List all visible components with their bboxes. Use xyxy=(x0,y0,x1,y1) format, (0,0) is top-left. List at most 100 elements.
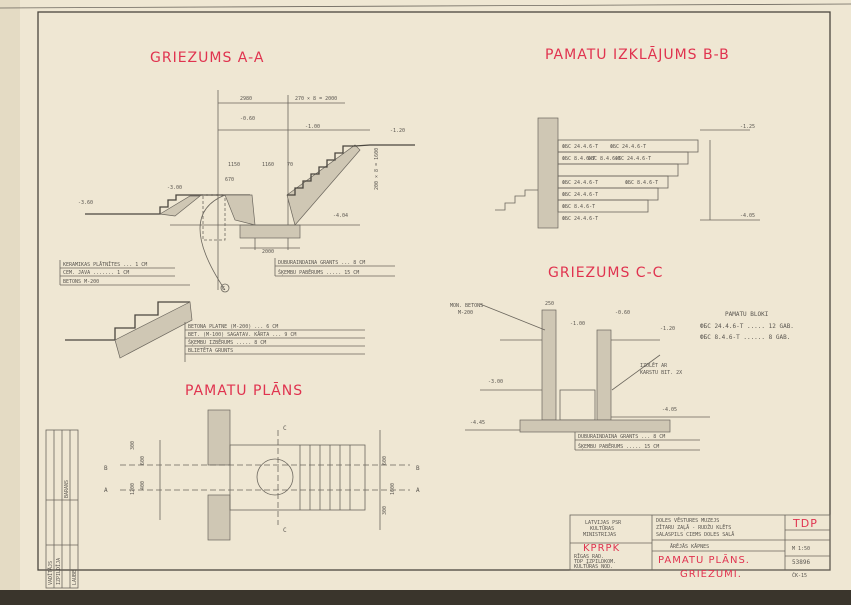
org-line: KULTŪRAS xyxy=(590,525,614,532)
org-line: MINISTRIJAS xyxy=(583,532,616,538)
level: -3.00 xyxy=(488,379,503,385)
signature-label: IZPILDĪJA xyxy=(55,558,62,585)
level: -1.00 xyxy=(305,124,320,130)
block-label: ФБС 8.4.6-T xyxy=(562,156,595,162)
signature-strip xyxy=(45,429,79,589)
legend-line: ŠĶEMBU PABĒRUMS ..... 15 CM xyxy=(578,443,659,450)
dim: 270 × 8 = 2000 xyxy=(295,96,337,102)
signature-label: VADĪTĀJS xyxy=(47,561,54,585)
dim: 200 × 8 = 1600 xyxy=(374,148,380,190)
title-layout-bb: PAMATU IZKLĀJUMS B-B xyxy=(545,46,730,63)
legend-line: BET. (M-100) SAGATAV. KĀRTA ... 9 CM xyxy=(188,331,296,338)
dim: 600 xyxy=(140,456,146,465)
paper xyxy=(0,0,851,590)
dim: 1600 xyxy=(390,483,396,495)
dim: 1200 xyxy=(130,483,136,495)
dim: 400 xyxy=(140,481,146,490)
label: M-200 xyxy=(458,310,473,316)
legend-line: DUBURAINDAINA GRANTS ... 8 CM xyxy=(278,260,365,266)
stage: TDP xyxy=(792,517,818,530)
legend-line: BETONA PLATNE (M-200) ... 6 CM xyxy=(188,324,278,330)
label: MON. BETONS xyxy=(450,303,483,309)
org-line: LATVIJAS PSR xyxy=(585,520,622,526)
client-line: KULTŪRAS NOD. xyxy=(574,563,613,570)
dim: 300 xyxy=(382,506,388,515)
level: -4.04 xyxy=(333,213,348,219)
signature-name: BARANS xyxy=(64,480,70,498)
client-line: RĪGAS RAD. xyxy=(574,553,604,560)
legend-right xyxy=(274,258,395,277)
section-marker-c: C xyxy=(283,425,287,432)
block-label: ФБС 8.4.6-T xyxy=(588,156,621,162)
sheet-title: PAMATU PLĀNS. xyxy=(658,553,750,566)
block-label: ФБС 24.4.6-T xyxy=(562,144,598,150)
section-marker-c: C xyxy=(283,527,287,534)
title-plan: PAMATU PLĀNS xyxy=(185,382,303,399)
dim: 2980 xyxy=(240,96,252,102)
scale: M 1:50 xyxy=(792,546,810,552)
legend-line: BETONS M-200 xyxy=(63,279,99,285)
level: -4.05 xyxy=(740,213,755,219)
section-aa-drawing xyxy=(85,90,415,293)
dim: 2000 xyxy=(262,249,274,255)
level: -4.05 xyxy=(662,407,677,413)
stair-detail xyxy=(65,301,365,362)
client-line: TDP IZPILDKOM. xyxy=(574,559,616,565)
block-label: ФБС 8.4.6-T xyxy=(562,204,595,210)
level: -1.20 xyxy=(390,128,405,134)
section-marker-b: B xyxy=(416,465,420,472)
block-label: ФБС 24.4.6-T xyxy=(562,192,598,198)
project-line: SALASPILS CIEMS DOLES SALĀ xyxy=(656,531,734,538)
legend-line: ŠĶEMBU IZBĒRUMS ..... 8 CM xyxy=(188,339,266,346)
sheet-title: GRIEZUMI. xyxy=(680,569,742,580)
dim: 1150 xyxy=(228,162,240,168)
section-marker-a: A xyxy=(104,487,108,494)
level: -3.60 xyxy=(78,200,93,206)
block-label: ФБС 24.4.6-T xyxy=(562,216,598,222)
plan-drawing xyxy=(120,409,410,541)
title-block xyxy=(569,514,831,571)
object-name: ĀRĒJĀS KĀPNES xyxy=(670,543,709,550)
signature-name: LAUBE xyxy=(72,570,78,585)
dim: 300 xyxy=(130,441,136,450)
legend-line: DUBURAINDAINA GRANTS ... 8 CM xyxy=(578,434,665,440)
sheet-number: ČK-15 xyxy=(792,572,807,579)
legend-line: KERAMIKAS PLĀTNĪTES ... 1 CM xyxy=(63,261,147,268)
level: -0.60 xyxy=(240,116,255,122)
project-line: DOLES VĒSTURES MUZEJS xyxy=(656,517,719,524)
layout-bb-drawing xyxy=(495,117,760,229)
legend-top xyxy=(59,260,190,286)
label: IZOLĒT AR xyxy=(640,362,668,369)
label: KARSTU BIT. 2X xyxy=(640,370,682,376)
block-label: ФБС 24.4.6-T xyxy=(615,156,651,162)
section-cc-drawing xyxy=(465,303,710,451)
callout-c: C xyxy=(222,286,225,292)
block-label: ФБС 24.4.6-T xyxy=(562,180,598,186)
title-section-aa: GRIEZUMS A-A xyxy=(150,50,264,66)
section-marker-a: A xyxy=(416,487,420,494)
block-count: ФБС 24.4.6-T ..... 12 GAB. xyxy=(700,323,794,330)
dim: 600 xyxy=(382,456,388,465)
legend-line: ŠĶEMBU PABĒRUMS ..... 15 CM xyxy=(278,269,359,276)
dim: 70 xyxy=(287,162,293,168)
level: -1.20 xyxy=(660,326,675,332)
title-section-cc: GRIEZUMS C-C xyxy=(548,265,663,281)
project-line: ZĪTARU ZAĻĀ - RUDŽU KLĒTS xyxy=(656,523,731,531)
block-count: ФБС 8.4.6-T ...... 8 GAB. xyxy=(700,334,790,341)
org-code: KPRPK xyxy=(583,543,620,554)
level: -3.00 xyxy=(167,185,182,191)
level: -1.25 xyxy=(740,124,755,130)
level: -0.60 xyxy=(615,310,630,316)
legend-line: CEM. JAVA ....... 1 CM xyxy=(63,270,129,276)
block-label: ФБС 8.4.6-T xyxy=(625,180,658,186)
dim: 250 xyxy=(545,301,554,307)
drawing-frame xyxy=(37,11,831,571)
dim: 670 xyxy=(225,177,234,183)
legend-line: BLIETĒTA GRUNTS xyxy=(188,347,233,354)
dim: 1160 xyxy=(262,162,274,168)
level: -1.00 xyxy=(570,321,585,327)
block-label: ФБС 24.4.6-T xyxy=(610,144,646,150)
level: -4.45 xyxy=(470,420,485,426)
drawing-number: 53896 xyxy=(792,559,810,566)
